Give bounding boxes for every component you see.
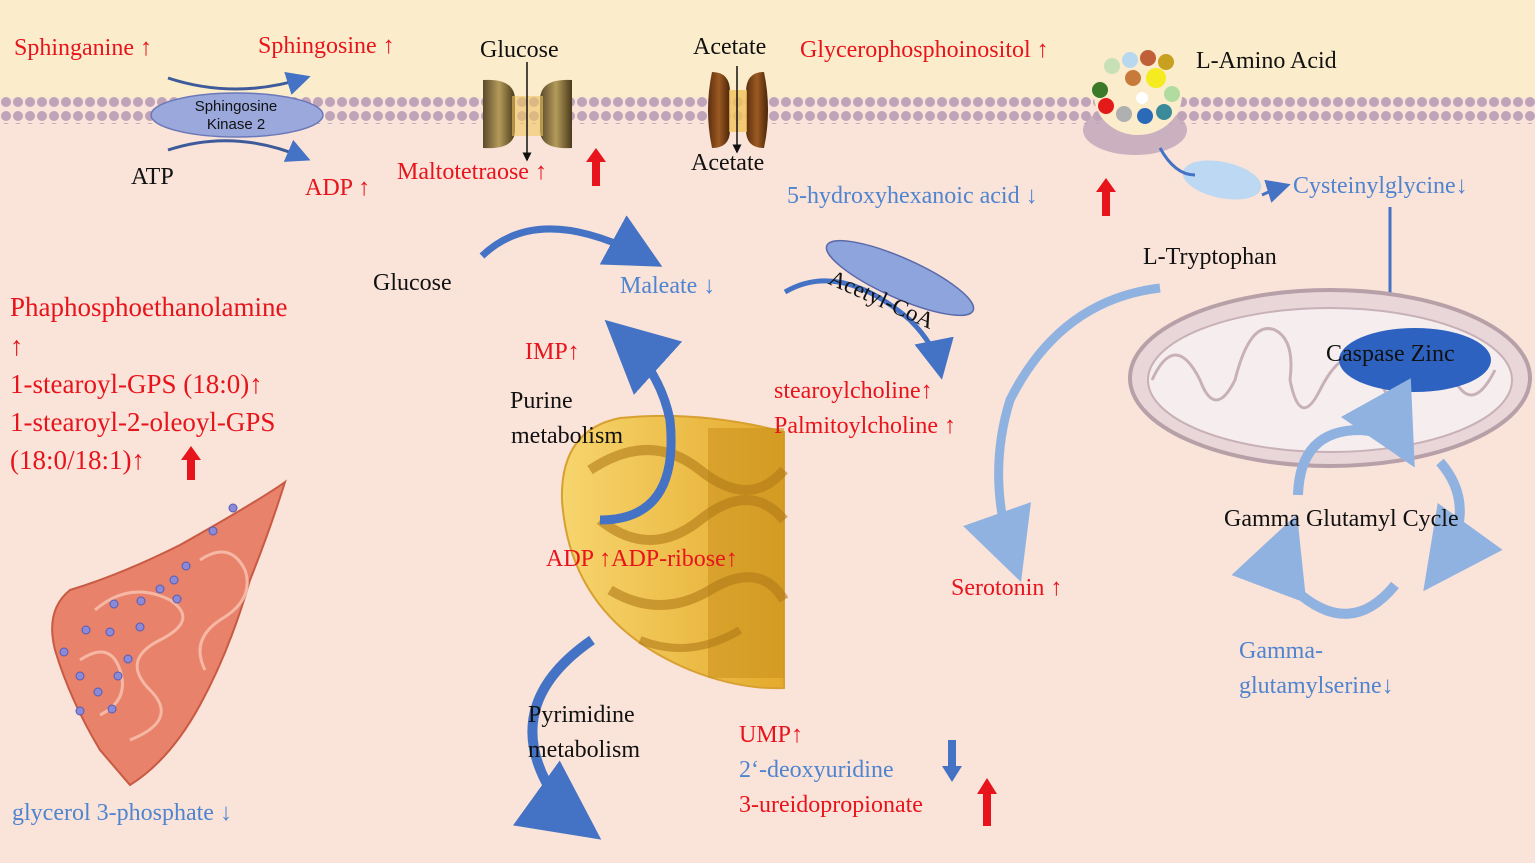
label-sphingosine: Sphingosine ↑ (258, 33, 395, 59)
label-atp: ATP (131, 164, 174, 190)
label-stearoylcholine: stearoylcholine↑ (774, 378, 933, 404)
label-imp: IMP↑ (525, 339, 580, 365)
label-glycerol: glycerol 3-phosphate ↓ (12, 800, 232, 826)
cycle-arrow-bottom (1231, 514, 1399, 619)
label-sphinganine: Sphinganine ↑ (14, 35, 152, 61)
er-organelle-icon (51, 479, 287, 787)
label-purine-1: Purine (510, 388, 573, 414)
kinase-ellipse (150, 92, 324, 138)
gps-up-icon (181, 446, 201, 480)
deoxy-down-icon (942, 740, 962, 782)
hydroxy-up-icon (1096, 178, 1116, 216)
label-adp-top: ADP ↑ (305, 175, 371, 201)
label-maltotetraose: Maltotetraose ↑ (397, 159, 547, 185)
label-gps1: 1-stearoyl-GPS (18:0)↑ (10, 369, 263, 399)
acetate-channel (708, 66, 768, 154)
kinase-top-arrow (167, 71, 311, 95)
label-kinase: Sphingosine Kinase 2 (194, 98, 278, 133)
transporter-channel (483, 62, 572, 162)
glucose-maleate-arrow (479, 215, 663, 267)
label-cysteinylglycine: Cysteinylglycine↓ (1293, 173, 1468, 199)
cycle-arrow-top (1293, 378, 1415, 496)
label-purine-2: metabolism (511, 423, 623, 449)
label-pyrimidine-2: metabolism (528, 737, 640, 763)
pyrimidine-arrow (512, 635, 602, 840)
acetylcoa-arrow (783, 278, 954, 380)
label-gps2b: (18:0/18:1)↑ (10, 445, 145, 475)
label-palmitoylcholine: Palmitoylcholine ↑ (774, 413, 956, 439)
kinase-bottom-arrow (167, 139, 311, 162)
label-ump: UMP↑ (739, 722, 804, 748)
label-amino-acid: L-Amino Acid (1196, 48, 1337, 74)
label-acetate-top: Acetate (693, 34, 767, 60)
label-glucose: Glucose (373, 270, 452, 296)
amino-acid-vesicle-icon (1083, 50, 1187, 155)
label-pyrimidine-1: Pyrimidine (528, 702, 635, 728)
label-gps2a: 1-stearoyl-2-oleoyl-GPS (10, 407, 276, 437)
maltotetraose-up-icon (586, 148, 606, 186)
label-phospho-arrow: ↑ (10, 331, 24, 361)
label-acetate-bottom: Acetate (691, 150, 765, 176)
label-glucose-top: Glucose (480, 37, 559, 63)
label-gamma-serine-1: Gamma- (1239, 638, 1323, 664)
transporter-oval (1182, 160, 1262, 200)
purine-arrow (599, 319, 683, 525)
label-ureidopropionate: 3-ureidopropionate (739, 792, 923, 818)
label-deoxyuridine: 2‘-deoxyuridine (739, 757, 894, 783)
ureido-up-icon (977, 778, 997, 826)
label-caspase: Caspase Zinc (1326, 341, 1455, 367)
extracellular-band (0, 0, 1535, 98)
label-phosphoethanolamine: Phaphosphoethanolamine (10, 292, 288, 322)
cycle-arrow-right (1423, 458, 1503, 592)
acetyl-coa-badge (825, 239, 975, 317)
label-adp-ribose: ADP ↑ADP-ribose↑ (546, 546, 738, 572)
label-gamma-cycle: Gamma Glutamyl Cycle (1224, 506, 1459, 532)
label-hydroxyhexanoic: 5-hydroxyhexanoic acid ↓ (787, 183, 1038, 209)
label-glycerophosphoinositol: Glycerophosphoinositol ↑ (800, 37, 1049, 63)
label-tryptophan: L-Tryptophan (1143, 244, 1277, 270)
tryptophan-serotonin-arrow (963, 283, 1161, 582)
mitochondrion-icon (1128, 288, 1532, 468)
label-gamma-serine-2: glutamylserine↓ (1239, 673, 1394, 699)
label-maleate: Maleate ↓ (620, 273, 716, 299)
label-serotonin: Serotonin ↑ (951, 575, 1063, 601)
